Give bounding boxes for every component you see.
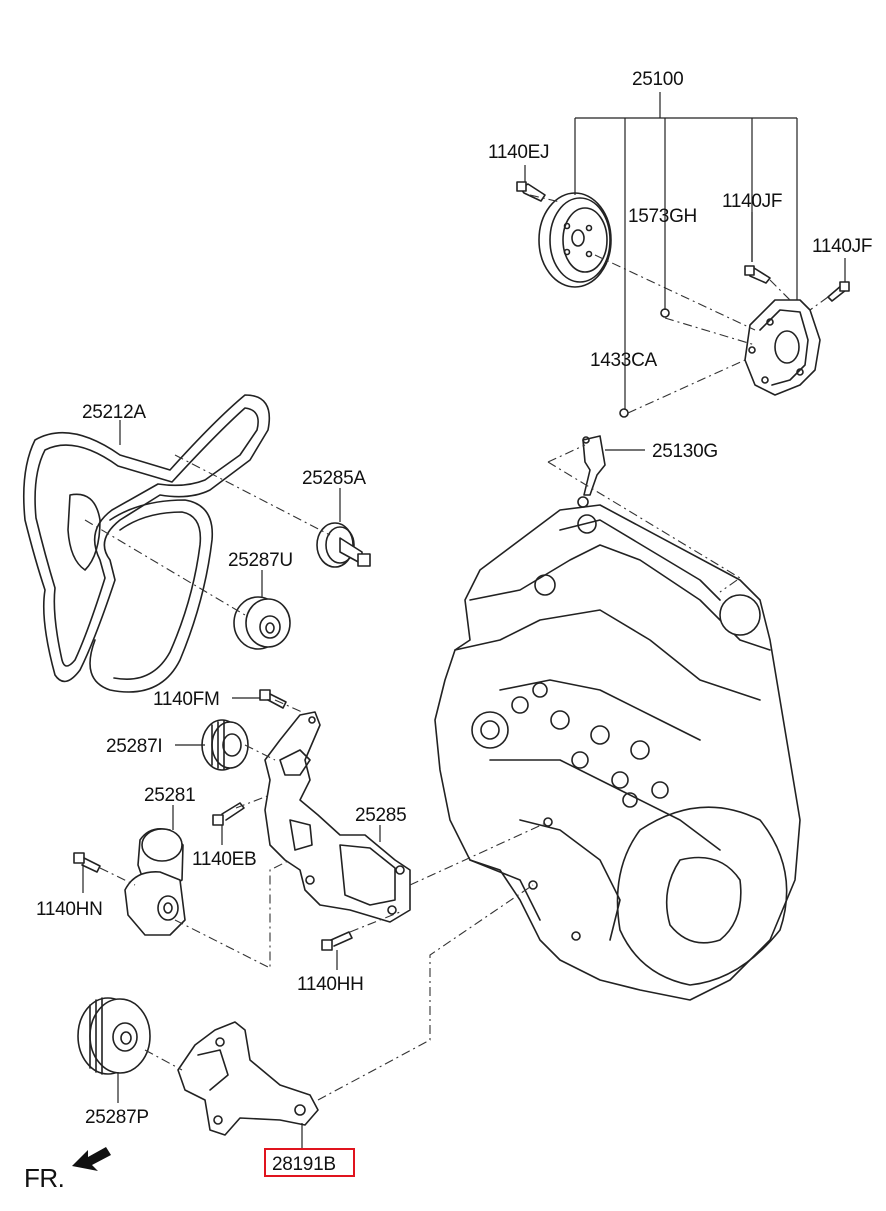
label-25100: 25100 (632, 69, 683, 90)
front-arrow-icon (72, 1147, 111, 1171)
idler-pulley-25287i (201, 719, 249, 771)
engine-block (434, 504, 801, 1001)
label-1140jf-a: 1140JF (722, 191, 782, 212)
front-indicator: FR. (24, 1147, 111, 1193)
leader-lines (82, 92, 846, 1150)
water-pipe-25130g (577, 435, 606, 508)
label-25285a: 25285A (302, 468, 366, 489)
label-1140fm: 1140FM (153, 689, 220, 710)
assembly-guide-lines (84, 194, 829, 1101)
label-1140hn: 1140HN (36, 899, 103, 920)
bolt-1140hn (73, 852, 101, 873)
highlight-box-28191b (264, 1148, 355, 1177)
bolt-1140jf-b (827, 281, 850, 302)
drive-belt-25212a (22, 394, 270, 693)
bolt-1140ej (516, 181, 546, 202)
label-25130g: 25130G (652, 441, 718, 462)
bolt-1140hh (321, 931, 353, 951)
label-25285: 25285 (355, 805, 406, 826)
label-25281: 25281 (144, 785, 195, 806)
label-1433ca: 1433CA (590, 350, 657, 371)
label-25287u: 25287U (228, 550, 293, 571)
label-25287p: 25287P (85, 1107, 149, 1128)
label-28191b: 28191B (272, 1154, 336, 1175)
part-labels: 25100 1140EJ 1573GH 1140JF 1140JF 1433CA… (36, 69, 872, 1177)
bolt-1140jf-a (744, 265, 771, 284)
label-25212a: 25212A (82, 402, 146, 423)
label-1140eb: 1140EB (192, 849, 256, 870)
label-1573gh: 1573GH (628, 206, 697, 227)
pulley-25287p (77, 997, 151, 1075)
bracket-28191b (177, 1021, 319, 1136)
label-1140ej: 1140EJ (488, 142, 549, 163)
o-ring-1433ca (619, 408, 629, 418)
tensioner-25281 (124, 827, 186, 936)
idler-pulley-25287u (233, 596, 291, 650)
bracket-25285 (264, 711, 411, 923)
front-label: FR. (24, 1163, 64, 1193)
label-1140jf-b: 1140JF (812, 236, 872, 257)
bolt-1140fm (259, 689, 287, 709)
label-1140hh: 1140HH (297, 974, 364, 995)
label-25287i: 25287I (106, 736, 162, 757)
idler-pulley-25285a (316, 522, 371, 568)
dowel-pin-1573gh (660, 308, 670, 318)
water-pump-assembly (538, 192, 821, 396)
